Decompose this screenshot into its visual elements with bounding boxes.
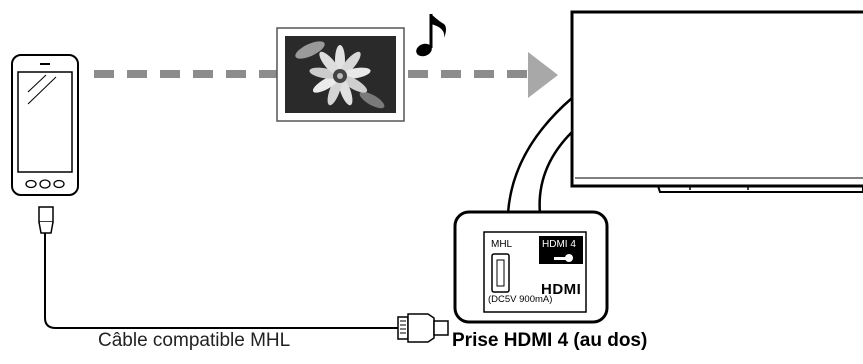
mhl-cable-icon (38, 206, 449, 343)
hdmi-logo: HDMI (541, 281, 582, 298)
tv-icon (570, 10, 863, 193)
flower-photo-icon (276, 27, 405, 122)
hdmi-port-panel (453, 210, 609, 324)
arrow-right-icon (528, 52, 558, 98)
music-note-icon (416, 14, 446, 57)
signal-dashes (94, 70, 527, 78)
cable-caption: Câble compatible MHL (98, 330, 291, 351)
smartphone-icon (11, 54, 79, 196)
port-caption: Prise HDMI 4 (au dos) (452, 330, 648, 351)
mhl-label: MHL (491, 239, 513, 250)
callout-pointer (506, 95, 574, 215)
hdmi-4-label: HDMI 4 (542, 239, 576, 250)
power-rating-label: (DC5V 900mA) (488, 294, 553, 305)
